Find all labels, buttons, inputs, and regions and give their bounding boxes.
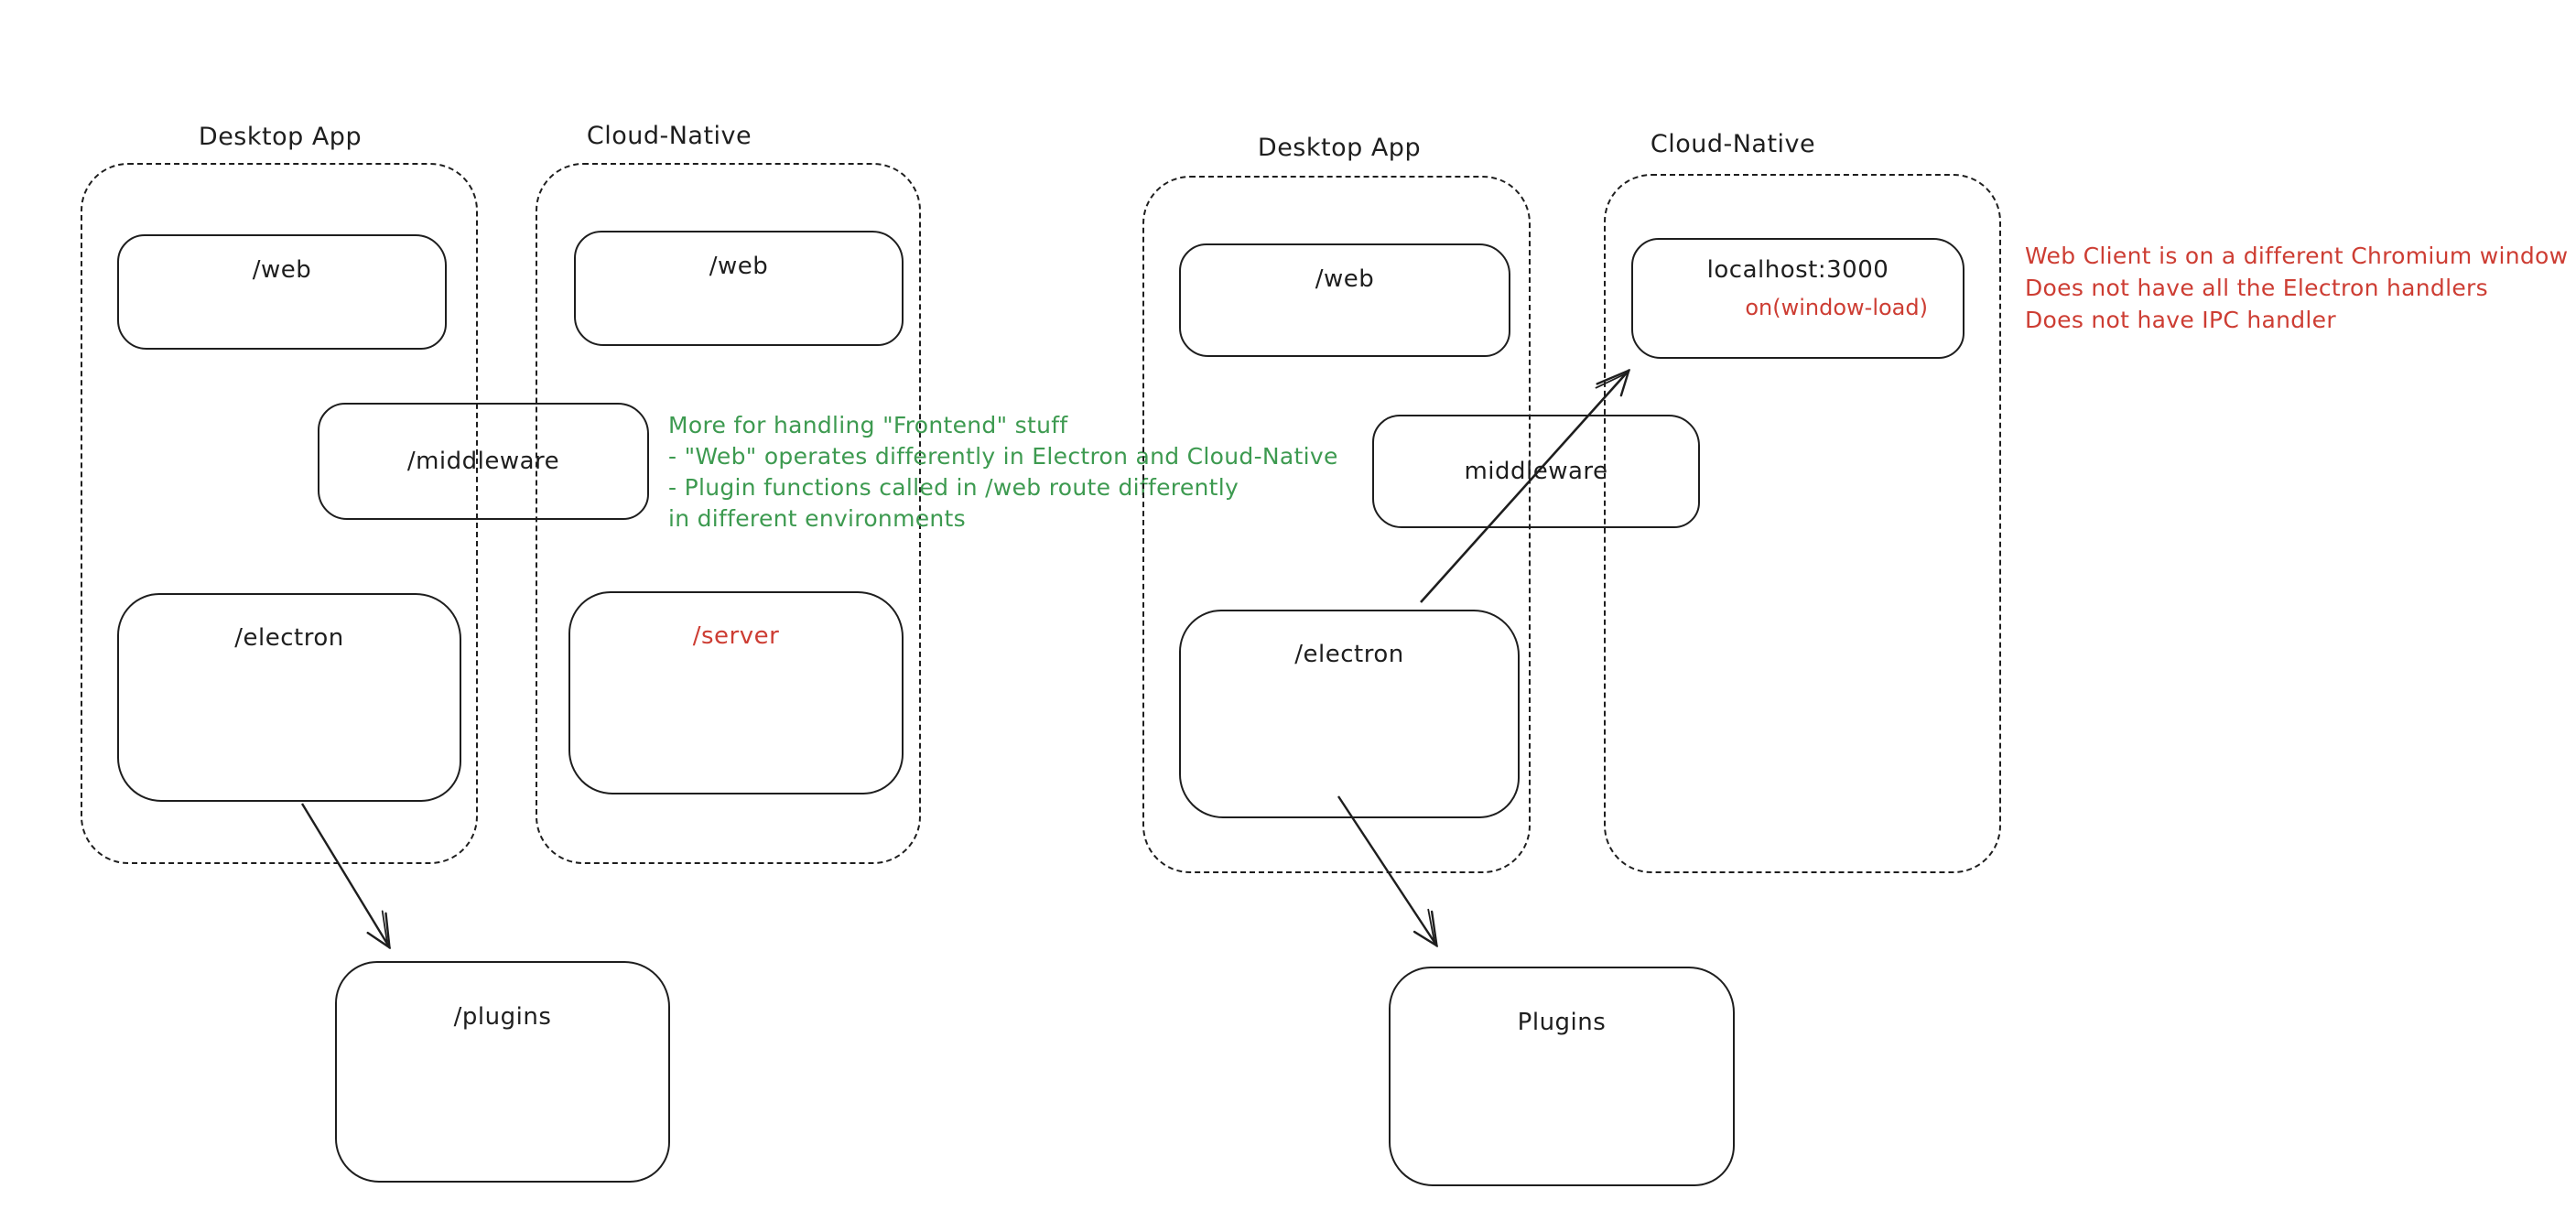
right-desktop-web-label: /web	[1315, 265, 1375, 293]
red-annotation-line2: Does not have all the Electron handlers	[2025, 275, 2488, 301]
left-cloud-native-container[interactable]	[536, 163, 921, 864]
left-desktop-web-box[interactable]: /web	[117, 234, 447, 350]
right-middleware-box[interactable]: middleware	[1372, 415, 1700, 528]
red-annotation-line1: Web Client is on a different Chromium wi…	[2025, 243, 2569, 269]
right-middleware-label: middleware	[1464, 458, 1608, 485]
left-electron-box[interactable]: /electron	[117, 593, 461, 802]
left-server-label: /server	[692, 622, 780, 650]
left-desktop-web-label: /web	[252, 256, 312, 284]
left-desktop-app-container[interactable]	[81, 163, 478, 864]
green-annotation-line2: - "Web" operates differently in Electron…	[668, 443, 1338, 470]
right-electron-label: /electron	[1294, 641, 1404, 668]
right-desktop-app-title: Desktop App	[1257, 134, 1422, 162]
localhost-3000-label: localhost:3000	[1706, 256, 1889, 284]
green-annotation-line1: More for handling "Frontend" stuff	[668, 412, 1068, 438]
right-desktop-web-box[interactable]: /web	[1179, 243, 1510, 357]
left-cloud-web-label: /web	[709, 253, 769, 280]
left-plugins-box[interactable]: /plugins	[335, 961, 670, 1183]
on-window-load-label: on(window-load)	[1745, 295, 1928, 320]
left-cloud-native-title: Cloud-Native	[586, 122, 752, 150]
left-middleware-box[interactable]: /middleware	[318, 403, 649, 520]
red-annotation-line3: Does not have IPC handler	[2025, 307, 2336, 333]
red-annotation: Web Client is on a different Chromium wi…	[2025, 240, 2568, 336]
left-electron-label: /electron	[234, 624, 344, 652]
localhost-3000-box[interactable]: localhost:3000 on(window-load)	[1631, 238, 1964, 359]
right-electron-box[interactable]: /electron	[1179, 610, 1520, 818]
right-cloud-native-title: Cloud-Native	[1650, 130, 1816, 158]
right-plugins-label: Plugins	[1517, 1009, 1607, 1036]
left-middleware-label: /middleware	[406, 448, 560, 475]
left-server-box[interactable]: /server	[568, 591, 904, 794]
left-plugins-label: /plugins	[453, 1003, 552, 1031]
left-cloud-web-box[interactable]: /web	[574, 231, 904, 346]
left-desktop-app-title: Desktop App	[198, 123, 363, 151]
green-annotation-line4: in different environments	[668, 505, 966, 532]
right-plugins-box[interactable]: Plugins	[1389, 967, 1735, 1186]
